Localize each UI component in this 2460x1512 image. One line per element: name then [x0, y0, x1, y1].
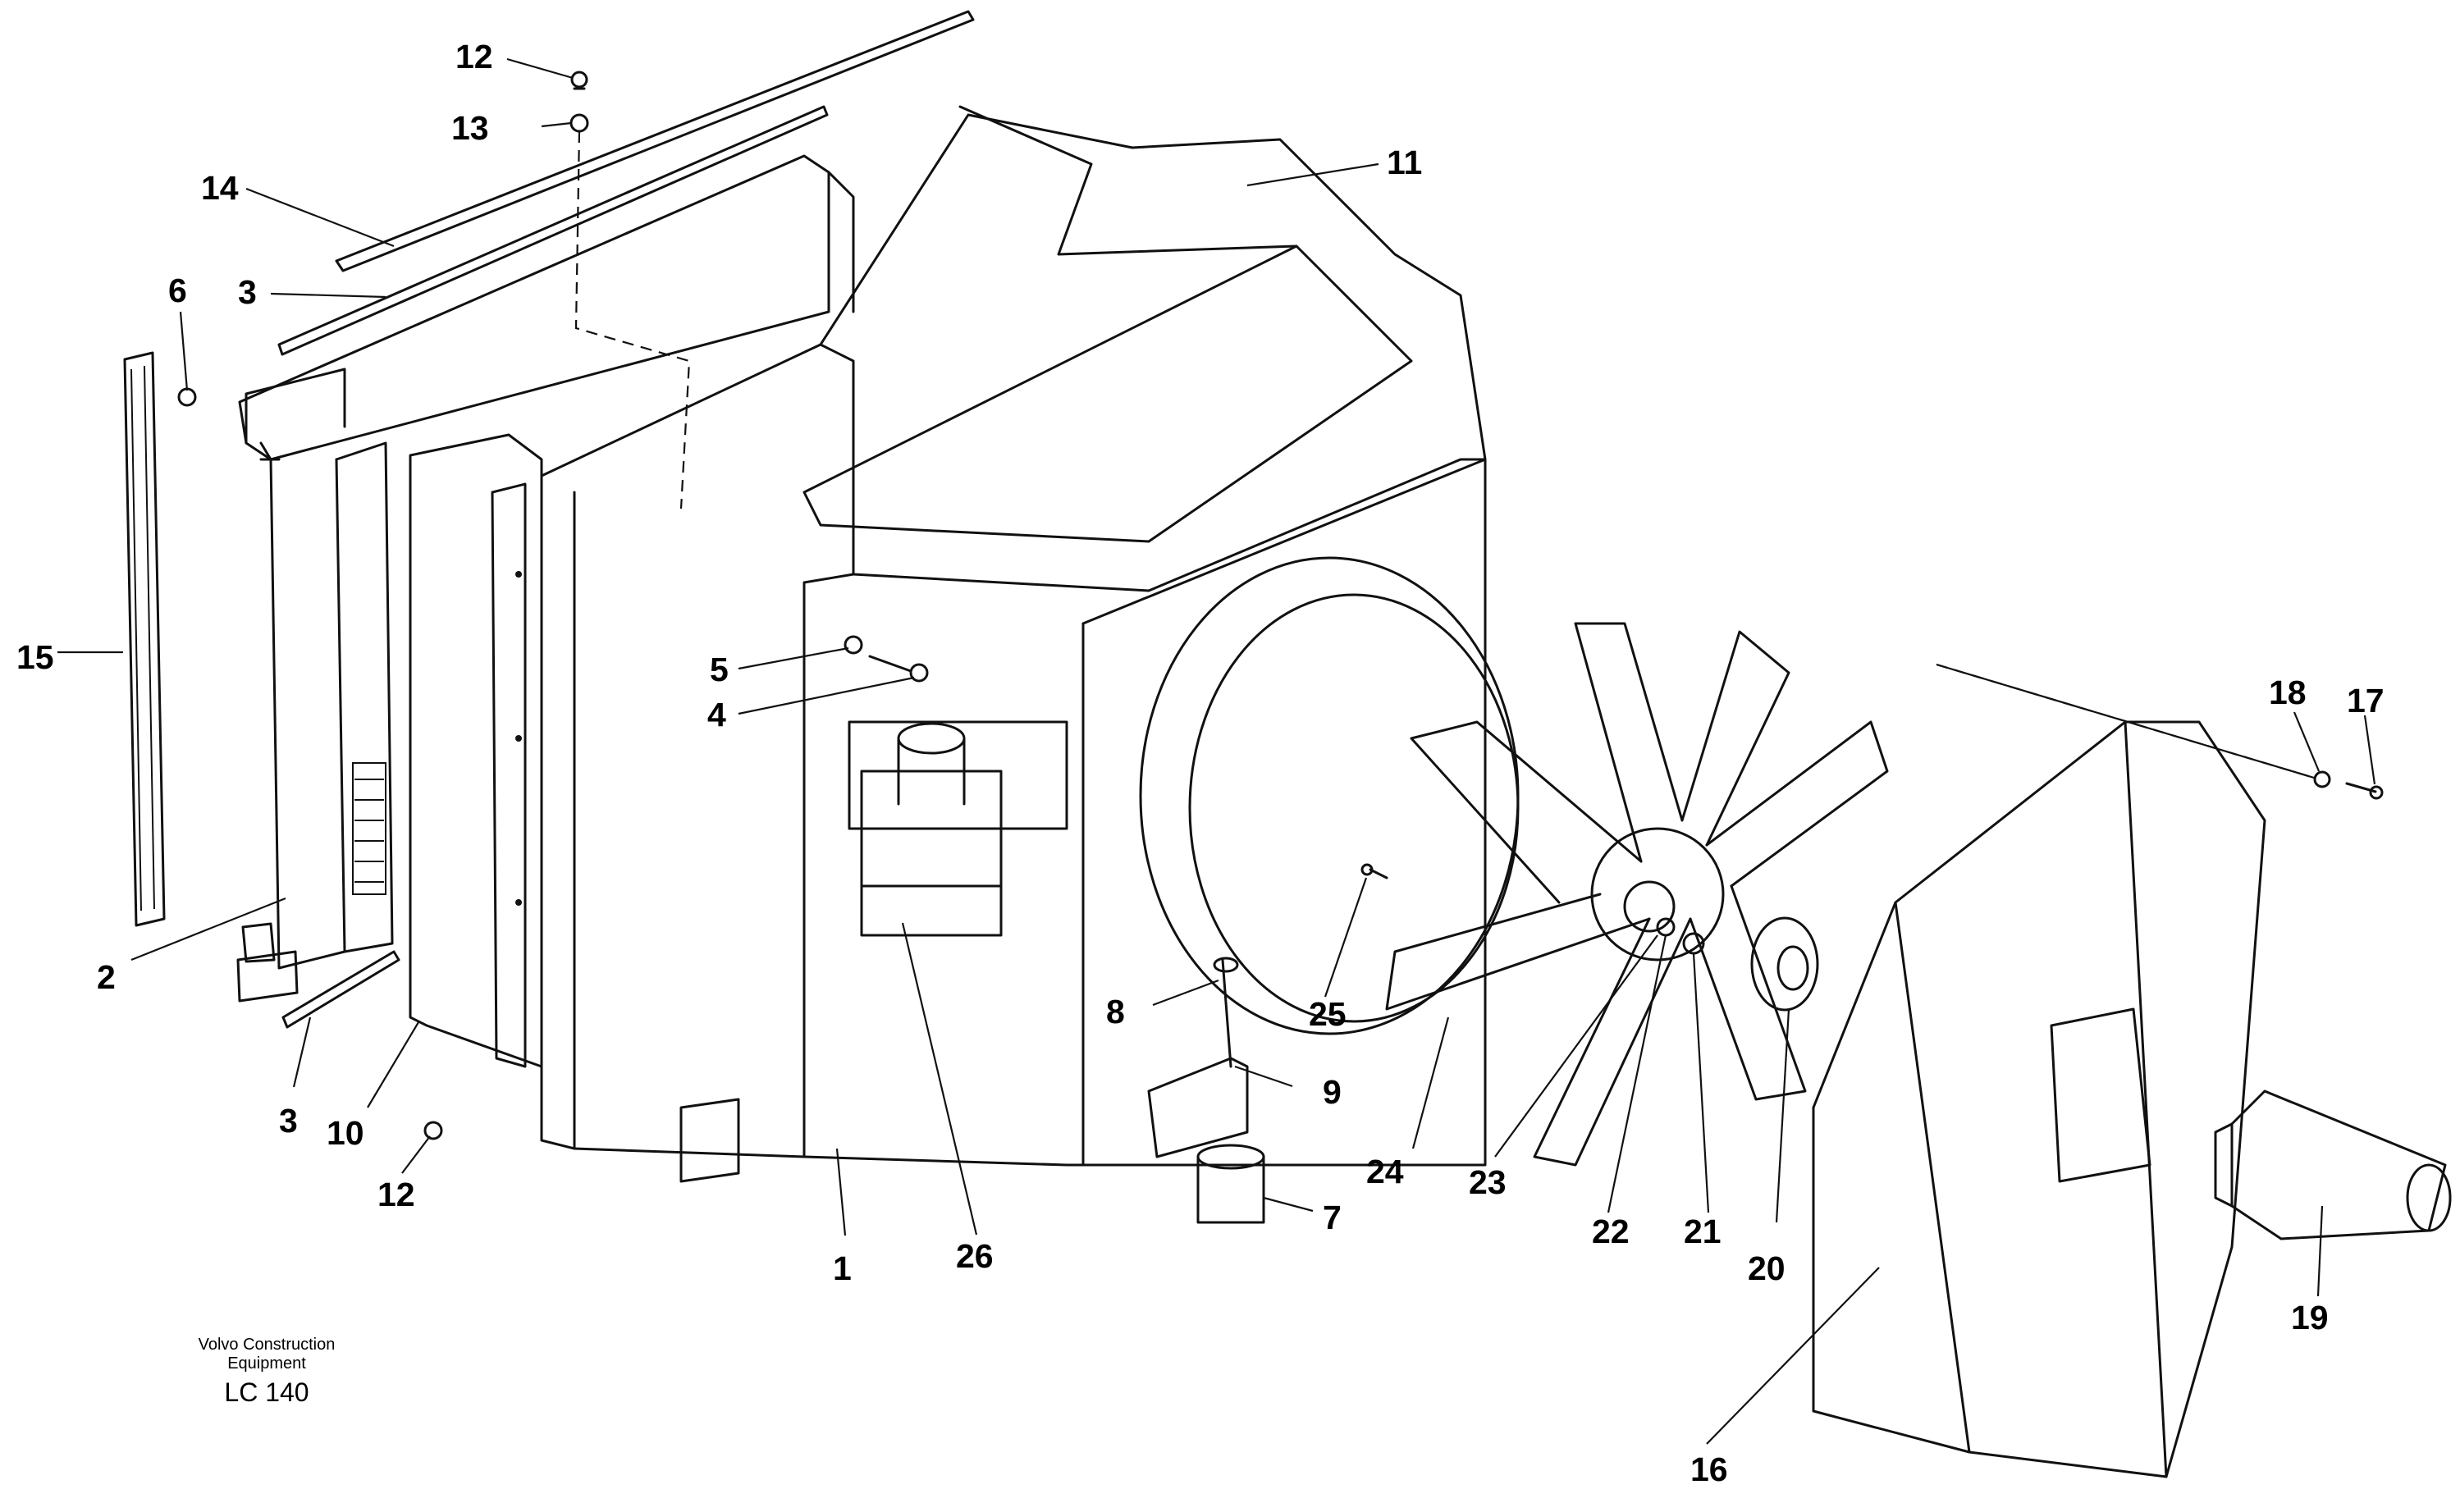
leader-lines [57, 57, 2376, 1445]
fan-guard-part-16 [1812, 720, 2266, 1478]
callout-19: 19 [2291, 1299, 2329, 1336]
callout-10: 10 [327, 1114, 364, 1152]
callout-11: 11 [1387, 144, 1422, 181]
callout-4: 4 [707, 696, 726, 733]
callout-3-top: 3 [238, 273, 257, 311]
callout-17: 17 [2347, 682, 2385, 719]
callout-labels: 12 13 14 3 6 15 2 3 10 12 11 5 4 1 26 8 … [16, 38, 2385, 1488]
callout-13: 13 [451, 109, 489, 147]
fan-shroud-part-1 [540, 105, 1520, 1183]
callout-8: 8 [1106, 993, 1125, 1030]
callout-12-bottom: 12 [377, 1176, 415, 1213]
callout-6: 6 [168, 272, 187, 309]
radiator-core-part-2 [236, 154, 855, 1029]
caption-line-2: Equipment [227, 1354, 306, 1373]
callout-15: 15 [16, 638, 54, 676]
callout-23: 23 [1469, 1163, 1507, 1201]
fan-part-24 [1385, 622, 1889, 1167]
mounting-parts-7-8-9 [1147, 957, 1265, 1224]
fasteners-17-18 [2313, 770, 2384, 800]
manufacturer-caption: Volvo Construction Equipment LC 140 [199, 1336, 336, 1407]
callout-26: 26 [956, 1237, 994, 1275]
callout-22: 22 [1592, 1213, 1630, 1250]
callout-18: 18 [2269, 674, 2307, 711]
callout-25: 25 [1309, 995, 1347, 1033]
callout-9: 9 [1323, 1073, 1342, 1111]
seal-strip-part-15 [123, 351, 166, 927]
callout-16: 16 [1690, 1450, 1728, 1488]
valve-block-part-26 [860, 722, 1003, 937]
callout-3-bottom: 3 [279, 1102, 298, 1140]
callout-2: 2 [97, 958, 116, 996]
fan-hub-parts-20-23 [1656, 916, 1819, 1012]
side-panel-part-10 [409, 433, 543, 1068]
callout-1: 1 [833, 1249, 852, 1287]
caption-line-1: Volvo Construction [199, 1336, 336, 1354]
callout-20: 20 [1748, 1249, 1786, 1287]
hydraulic-motor-part-19 [2214, 1089, 2452, 1240]
callout-14: 14 [201, 169, 239, 207]
callout-5: 5 [710, 651, 729, 688]
callout-24: 24 [1366, 1153, 1404, 1190]
model-label: LC 140 [224, 1377, 309, 1407]
bolts-and-washers [177, 71, 1388, 1140]
callout-21: 21 [1684, 1213, 1722, 1250]
top-seal-strips-part-14-3 [277, 10, 975, 356]
callout-12-top: 12 [455, 38, 493, 75]
dashed-guide-lines [574, 130, 2315, 779]
callout-7: 7 [1323, 1199, 1342, 1236]
